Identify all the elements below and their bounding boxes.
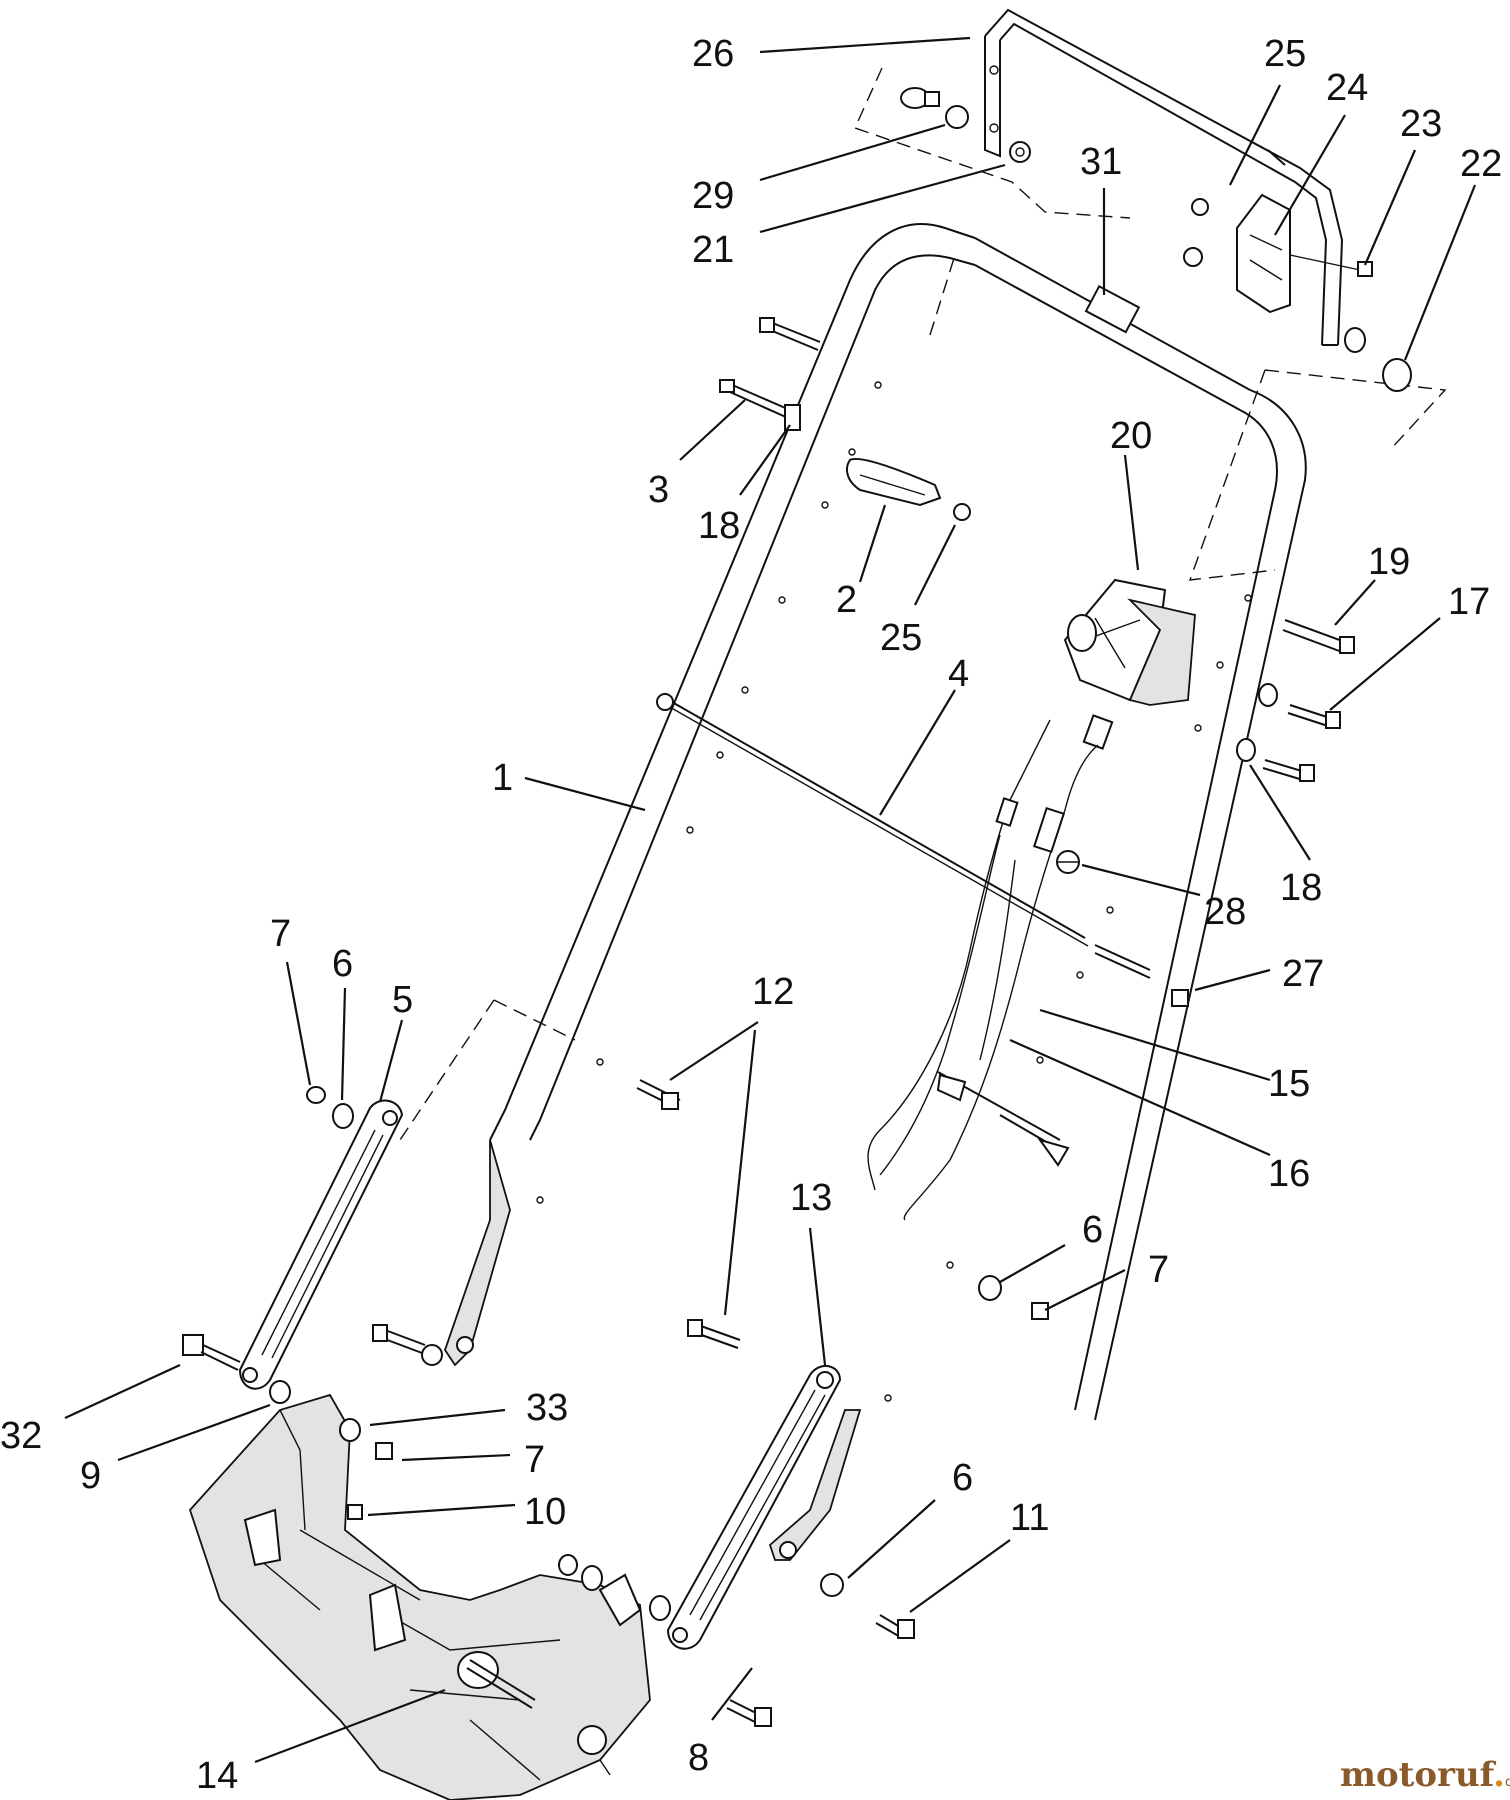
- bolt-part-12-left: [636, 1079, 681, 1110]
- callout-7: 7: [524, 1439, 545, 1481]
- callout-32: 32: [0, 1415, 42, 1457]
- link-arm-part-5: [238, 1086, 404, 1390]
- detail-box-left: [399, 999, 576, 1141]
- pin-part-14: [457, 1651, 536, 1709]
- control-part-20: [1063, 578, 1196, 750]
- callout-20: 20: [1110, 415, 1152, 457]
- callout-14: 14: [196, 1755, 238, 1797]
- clip-part-28: [1056, 850, 1080, 874]
- callout-24: 24: [1326, 67, 1368, 109]
- deck-housing: [188, 1393, 651, 1800]
- callout-13: 13: [790, 1177, 832, 1219]
- watermark-tld: de: [1505, 1775, 1510, 1790]
- cables-15-16: [867, 719, 1099, 1221]
- callout-4: 4: [948, 653, 969, 695]
- detail-box-right: [1188, 369, 1276, 581]
- callout-19: 19: [1368, 541, 1410, 583]
- bracket-part-24: [1183, 193, 1412, 392]
- callout-6: 6: [332, 943, 353, 985]
- hardware-29-21: [900, 87, 1031, 163]
- hardware-6-7-right: [978, 1275, 1049, 1320]
- clip-part-2: [846, 458, 971, 521]
- callout-labels: 26 25 24 23 22 29 21 31 3 18 2 25 20 19 …: [0, 33, 1502, 1797]
- callout-6: 6: [1082, 1209, 1103, 1251]
- callout-26: 26: [692, 33, 734, 75]
- callout-27: 27: [1282, 953, 1324, 995]
- callout-21: 21: [692, 229, 734, 271]
- callout-16: 16: [1268, 1153, 1310, 1195]
- svg-text:motoruf.de: motoruf.de: [1340, 1755, 1510, 1795]
- callout-28: 28: [1204, 891, 1246, 933]
- hardware-6-11: [820, 1573, 915, 1639]
- bolt-part-12-right: [687, 1319, 741, 1349]
- callout-3: 3: [648, 469, 669, 511]
- callout-15: 15: [1268, 1063, 1310, 1105]
- watermark-logo: motoruf.de: [1340, 1755, 1510, 1795]
- callout-23: 23: [1400, 103, 1442, 145]
- callout-7: 7: [270, 913, 291, 955]
- callout-12: 12: [752, 971, 794, 1013]
- hardware-32-9-33-7-10: [182, 1334, 393, 1520]
- callout-9: 9: [80, 1455, 101, 1497]
- detail-box-top-right: [1264, 369, 1447, 451]
- callout-18: 18: [698, 505, 740, 547]
- callout-33: 33: [526, 1387, 568, 1429]
- callout-8: 8: [688, 1737, 709, 1779]
- upper-handle-part-26: [984, 8, 1344, 346]
- main-handle-part-1: [444, 223, 1307, 1561]
- bolts-17-18-19: [1236, 619, 1355, 782]
- callout-2: 2: [836, 579, 857, 621]
- detail-box-upper-left: [929, 254, 956, 336]
- cross-rod-part-4: [656, 693, 1189, 1007]
- leader-lines: [64, 36, 1477, 1764]
- hardware-8: [558, 1554, 772, 1727]
- bolt-lower-left: [372, 1324, 443, 1366]
- watermark-dot: .: [1493, 1755, 1505, 1795]
- callout-17: 17: [1448, 581, 1490, 623]
- callout-1: 1: [492, 757, 513, 799]
- callout-6: 6: [952, 1457, 973, 1499]
- callout-22: 22: [1460, 143, 1502, 185]
- callout-5: 5: [392, 979, 413, 1021]
- callout-25: 25: [1264, 33, 1306, 75]
- callout-18: 18: [1280, 867, 1322, 909]
- callout-29: 29: [692, 175, 734, 217]
- link-arm-part-13: [666, 1365, 842, 1650]
- callout-31: 31: [1080, 141, 1122, 183]
- bolts-3-18: [719, 317, 821, 431]
- detail-box-top-left: [854, 67, 1131, 219]
- callout-7: 7: [1148, 1249, 1169, 1291]
- watermark-brand: motoruf: [1340, 1755, 1497, 1795]
- callout-25: 25: [880, 617, 922, 659]
- callout-10: 10: [524, 1491, 566, 1533]
- callout-11: 11: [1010, 1497, 1049, 1539]
